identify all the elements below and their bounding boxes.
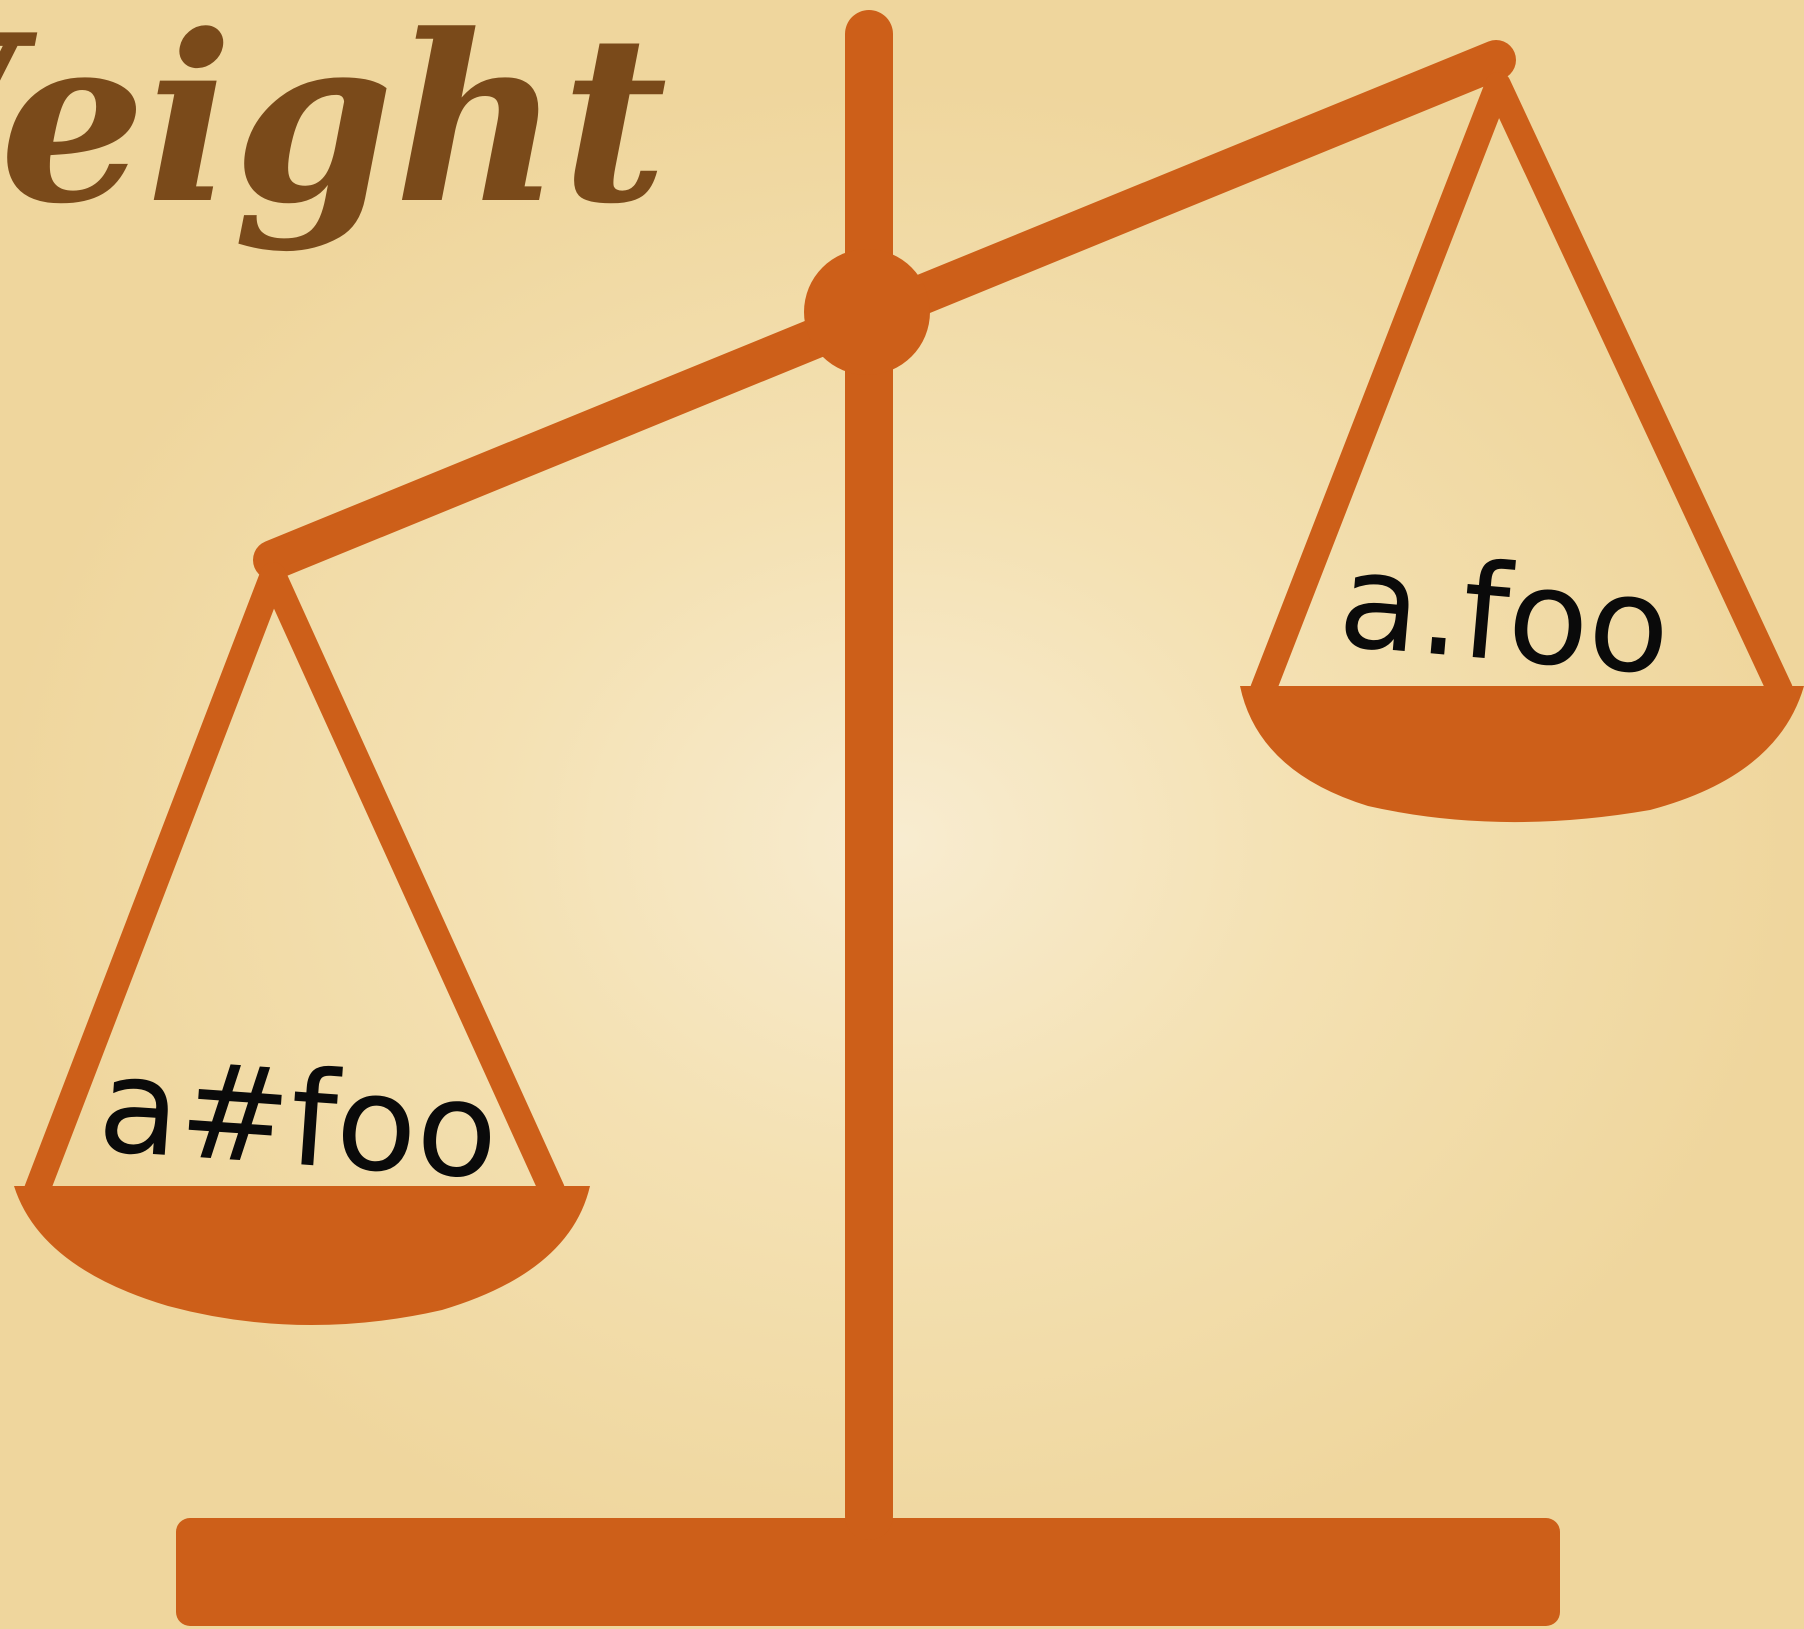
right-pan-bowl [1240, 686, 1804, 822]
slide-title: Weight [0, 0, 668, 255]
left-pan-bowl [14, 1186, 590, 1325]
right-pan-label: a.foo [1333, 523, 1676, 705]
scale-pivot [804, 249, 930, 375]
left-pan-label: a#foo [94, 1028, 503, 1209]
scale-pole [845, 10, 893, 1540]
